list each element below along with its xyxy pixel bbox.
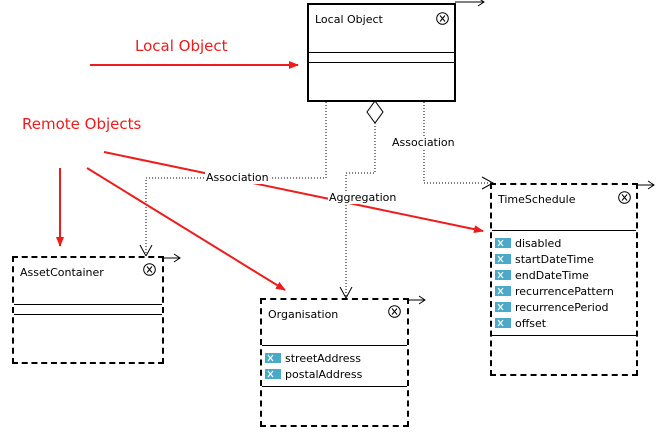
attribute-row[interactable]: disabled xyxy=(495,235,561,251)
attribute-name: streetAddress xyxy=(285,351,361,365)
class-local-object[interactable]: Local Object xyxy=(307,3,456,102)
remote-objects-label: Remote Objects xyxy=(22,115,142,133)
class-name-time-schedule: TimeSchedule xyxy=(498,193,576,206)
class-arrow-time-schedule xyxy=(636,180,655,190)
attribute-row[interactable]: streetAddress xyxy=(265,350,361,366)
attribute-icon xyxy=(495,286,511,296)
local-object-label: Local Object xyxy=(135,37,228,55)
class-name-organisation: Organisation xyxy=(268,308,339,321)
class-arrow-local-object xyxy=(455,0,485,7)
association-label-timeschedule: Association xyxy=(391,136,456,149)
class-divider xyxy=(492,230,636,231)
chi-class-icon xyxy=(143,263,156,276)
remote-arrow-time-schedule xyxy=(103,151,484,234)
class-divider xyxy=(14,314,162,315)
class-divider xyxy=(492,335,636,336)
attribute-name: offset xyxy=(515,316,547,330)
attribute-row[interactable]: recurrencePeriod xyxy=(495,299,609,315)
attribute-name: recurrencePeriod xyxy=(515,300,609,314)
attribute-icon xyxy=(495,238,511,248)
attribute-row[interactable]: recurrencePattern xyxy=(495,283,614,299)
class-name-asset-container: AssetContainer xyxy=(20,266,104,279)
class-divider xyxy=(309,52,454,53)
class-organisation[interactable]: Organisation streetAddress postalAddress xyxy=(260,298,409,427)
attribute-name: endDateTime xyxy=(515,268,589,282)
chi-class-icon xyxy=(388,305,401,318)
attribute-row[interactable]: offset xyxy=(495,315,546,331)
chi-class-icon xyxy=(436,12,449,25)
class-divider xyxy=(262,345,407,346)
class-divider xyxy=(14,304,162,305)
attribute-name: recurrencePattern xyxy=(515,284,614,298)
aggregation-label: Aggregation xyxy=(328,191,398,204)
association-label-asset: Association xyxy=(205,171,270,184)
attribute-name: postalAddress xyxy=(285,367,363,381)
class-arrow-organisation xyxy=(408,295,426,305)
chi-class-icon xyxy=(618,191,631,204)
attribute-row[interactable]: startDateTime xyxy=(495,251,594,267)
attribute-name: disabled xyxy=(515,236,562,250)
attribute-icon xyxy=(495,270,511,280)
attribute-icon xyxy=(495,318,511,328)
remote-arrow-organisation xyxy=(86,167,286,291)
class-divider xyxy=(309,62,454,63)
class-divider xyxy=(262,386,407,387)
attribute-icon xyxy=(265,353,281,363)
attribute-name: startDateTime xyxy=(515,252,594,266)
class-arrow-asset-container xyxy=(163,253,181,263)
class-asset-container[interactable]: AssetContainer xyxy=(12,256,164,364)
attribute-row[interactable]: postalAddress xyxy=(265,366,362,382)
class-time-schedule[interactable]: TimeSchedule disabled startDateTime endD… xyxy=(490,183,638,376)
class-name-local-object: Local Object xyxy=(315,13,383,26)
attribute-icon xyxy=(265,369,281,379)
attribute-icon xyxy=(495,254,511,264)
attribute-icon xyxy=(495,302,511,312)
attribute-row[interactable]: endDateTime xyxy=(495,267,589,283)
